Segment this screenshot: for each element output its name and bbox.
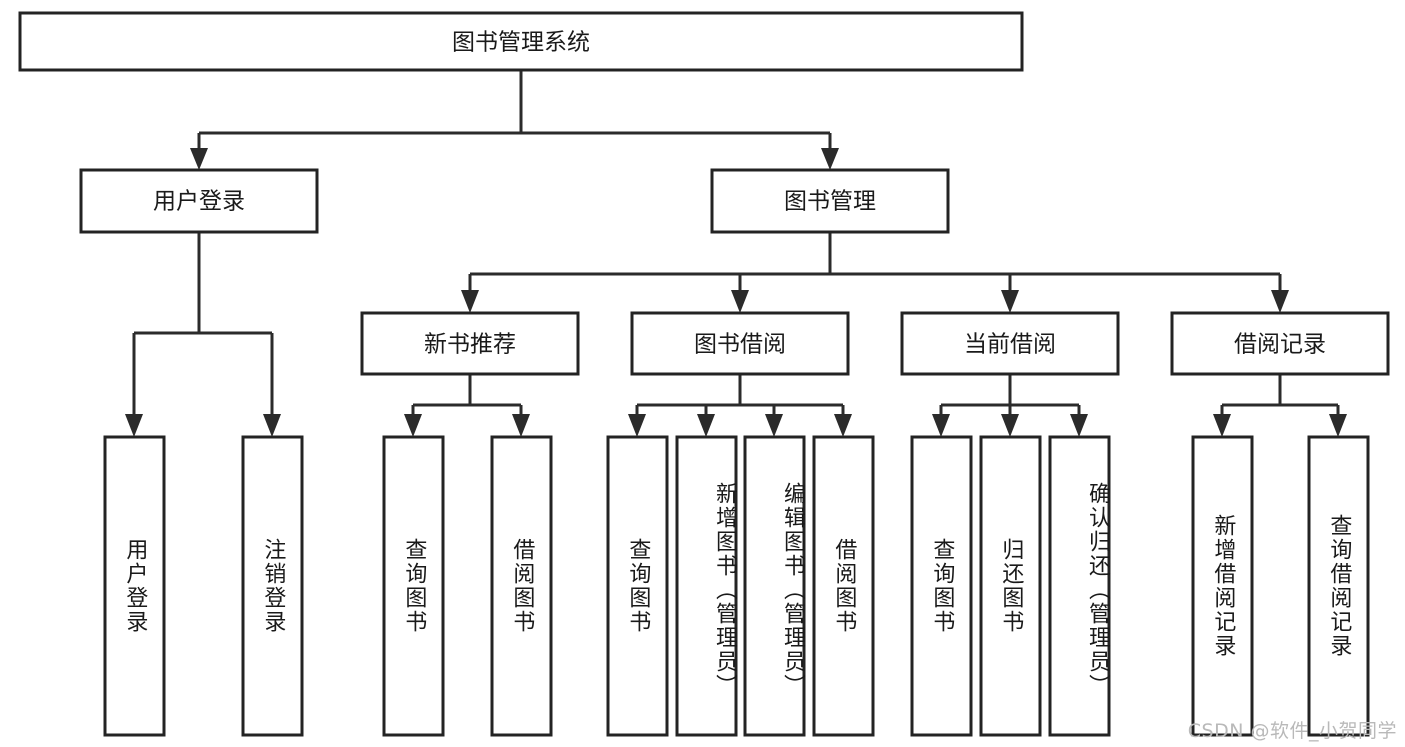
leaf-edit-book-box[interactable] (743, 435, 806, 737)
node-root-box[interactable] (18, 11, 1024, 72)
node-book-borrow[interactable]: 图书借阅 (630, 311, 850, 376)
node-book-borrow-box[interactable] (630, 311, 850, 376)
leaf-user-logout-box[interactable] (241, 435, 304, 737)
node-root-label: 图书管理系统 (452, 30, 590, 56)
leaf-return-book-box[interactable] (979, 435, 1042, 737)
arrowhead-book-manage (821, 148, 839, 170)
node-book-manage[interactable]: 图书管理 (710, 168, 950, 234)
arrowhead-new-book-recommend (461, 290, 479, 313)
arrowhead-borrow-record (1271, 290, 1289, 313)
arrowhead-leaf-borrow-book-1 (512, 414, 530, 437)
arrowhead-book-borrow (731, 290, 749, 313)
node-current-borrow-label: 当前借阅 (964, 332, 1056, 358)
node-current-borrow-box[interactable] (900, 311, 1120, 376)
node-new-book-recommend-box[interactable] (360, 311, 580, 376)
leaf-query-book-3-box[interactable] (910, 435, 973, 737)
node-book-manage-label: 图书管理 (784, 189, 876, 215)
arrowhead-leaf-return-book (1001, 414, 1019, 437)
node-current-borrow[interactable]: 当前借阅 (900, 311, 1120, 376)
node-new-book-recommend[interactable]: 新书推荐 (360, 311, 580, 376)
arrowhead-leaf-confirm-return (1070, 414, 1088, 437)
node-book-borrow-label: 图书借阅 (694, 332, 786, 358)
arrowhead-leaf-query-book-2 (628, 414, 646, 437)
leaf-add-borrow-record-box[interactable] (1191, 435, 1254, 737)
node-user-login-box[interactable] (79, 168, 319, 234)
leaf-box-group (103, 435, 1370, 737)
leaf-query-book-2-box[interactable] (606, 435, 669, 737)
node-user-login[interactable]: 用户登录 (79, 168, 319, 234)
leaf-add-book-box[interactable] (675, 435, 738, 737)
connector-group (125, 70, 1347, 437)
arrowhead-leaf-query-book-1 (404, 414, 422, 437)
arrowhead-leaf-edit-book (765, 414, 783, 437)
node-borrow-record-label: 借阅记录 (1234, 332, 1326, 358)
arrowhead-leaf-user-logout (263, 414, 281, 437)
arrowhead-leaf-query-borrow-record (1329, 414, 1347, 437)
leaf-query-borrow-record-box[interactable] (1307, 435, 1370, 737)
node-book-manage-box[interactable] (710, 168, 950, 234)
arrowhead-leaf-add-borrow-record (1213, 414, 1231, 437)
watermark: CSDN @软件_小贺同学 (1187, 720, 1397, 742)
arrowhead-current-borrow (1001, 290, 1019, 313)
arrowhead-leaf-borrow-book-2 (834, 414, 852, 437)
leaf-borrow-book-1-box[interactable] (490, 435, 553, 737)
arrowhead-leaf-add-book (697, 414, 715, 437)
node-user-login-label: 用户登录 (153, 189, 245, 215)
leaf-borrow-book-2-box[interactable] (812, 435, 875, 737)
node-root[interactable]: 图书管理系统 (18, 11, 1024, 72)
leaf-confirm-return-box[interactable] (1048, 435, 1111, 737)
node-borrow-record-box[interactable] (1170, 311, 1390, 376)
arrowhead-user-login (190, 148, 208, 170)
node-new-book-recommend-label: 新书推荐 (424, 332, 516, 358)
arrowhead-leaf-user-login (125, 414, 143, 437)
leaf-query-book-1-box[interactable] (382, 435, 445, 737)
node-borrow-record[interactable]: 借阅记录 (1170, 311, 1390, 376)
leaf-user-login-box[interactable] (103, 435, 166, 737)
arrowhead-leaf-query-book-3 (932, 414, 950, 437)
